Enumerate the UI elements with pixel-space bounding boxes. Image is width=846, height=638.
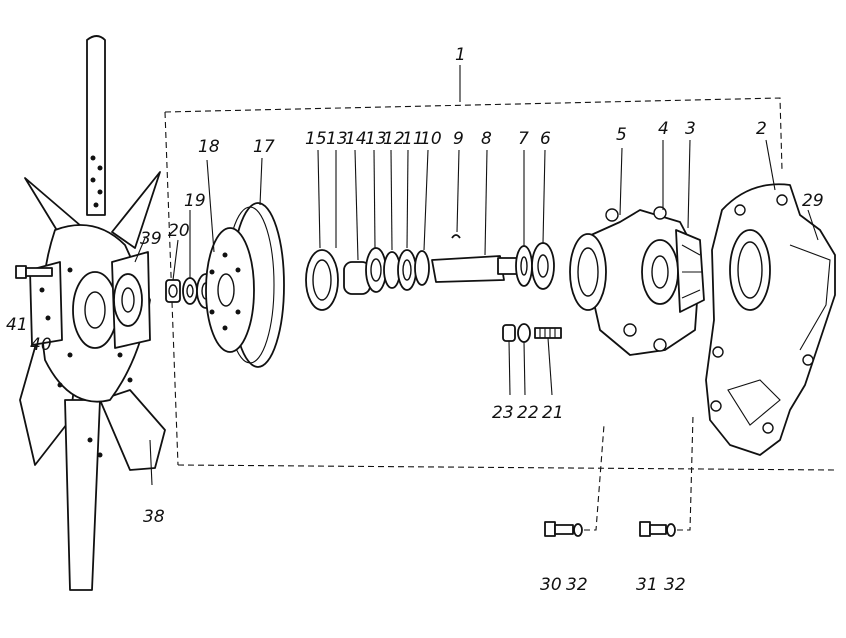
label-39: 39 [140,229,162,249]
fan-bolt [15,265,53,279]
label-4: 4 [658,119,669,139]
label-32b: 32 [664,575,686,595]
stud-set [502,323,562,343]
fan-blade-assembly [19,35,166,591]
label-38: 38 [143,507,165,527]
seal-washer [515,242,555,290]
label-13b: 13 [365,129,387,149]
label-31: 31 [636,575,658,595]
label-3: 3 [685,119,696,139]
pulley [205,202,285,368]
part-number-labels: 1 2 3 4 5 6 7 8 9 10 11 12 13 14 13 15 1… [6,45,824,595]
fan-spacer [29,261,63,346]
label-6: 6 [540,129,551,149]
label-20: 20 [168,221,190,241]
label-8: 8 [481,129,492,149]
label-30: 30 [540,575,562,595]
mounting-bolt-30 [544,424,605,537]
label-41: 41 [6,315,28,335]
pump-body [569,206,701,356]
label-18: 18 [198,137,220,157]
impeller [675,229,705,313]
label-32a: 32 [566,575,588,595]
label-19: 19 [184,191,206,211]
nut [165,279,181,303]
label-17: 17 [253,137,275,157]
label-15: 15 [305,129,327,149]
label-9: 9 [453,129,464,149]
fan-hub [111,251,151,349]
label-22: 22 [517,403,539,423]
label-13a: 13 [326,129,348,149]
label-21: 21 [542,403,564,423]
label-5: 5 [616,125,627,145]
bearing [365,247,430,293]
leader-lines [134,139,819,396]
washer [182,277,198,305]
label-12: 12 [383,129,405,149]
mounting-bolt-31 [639,414,694,537]
label-14: 14 [345,129,367,149]
label-10: 10 [420,129,442,149]
label-2: 2 [756,119,767,139]
label-29: 29 [802,191,824,211]
assembly-frame [164,65,835,471]
pump-housing [705,183,836,456]
seal-ring [305,249,339,311]
label-23: 23 [492,403,514,423]
label-11: 11 [402,129,424,149]
label-7: 7 [518,129,529,149]
label-40: 40 [30,335,52,355]
label-1: 1 [455,45,466,65]
